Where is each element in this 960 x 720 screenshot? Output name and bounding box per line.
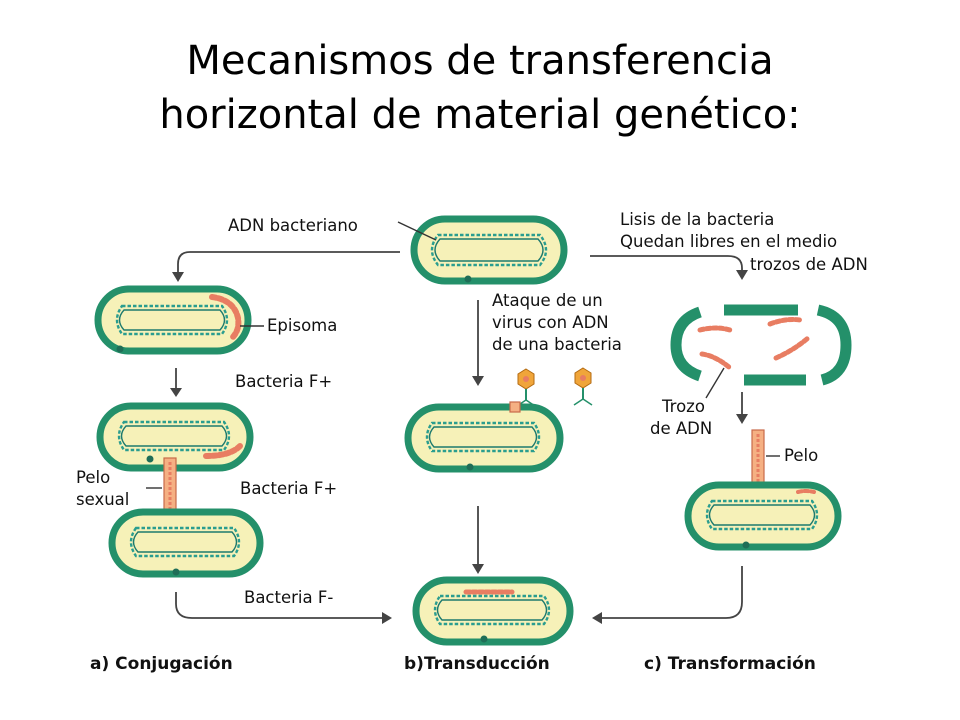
bacteria-f-plus-label-2: Bacteria F+ bbox=[240, 479, 337, 498]
trozo-label-line-2: de ADN bbox=[650, 419, 712, 438]
phage-attached-icon bbox=[516, 368, 536, 407]
arrow-transf-to-result bbox=[598, 566, 743, 619]
ataque-label-line-1: Ataque de un bbox=[492, 291, 603, 310]
arrow-to-conjugation bbox=[177, 251, 400, 278]
pelo-label: Pelo bbox=[784, 446, 818, 465]
lisis-label-line-3: trozos de ADN bbox=[750, 255, 868, 274]
lysed-bacterium bbox=[670, 304, 852, 386]
transformation-bacterium bbox=[684, 481, 842, 551]
conjugation-donor-bacterium bbox=[96, 402, 254, 472]
caption-transformacion: c) Transformación bbox=[644, 654, 816, 674]
arrow-head-conj-1 bbox=[170, 388, 182, 397]
caption-conjugacion: a) Conjugación bbox=[90, 654, 233, 674]
transduction-infected-bacterium bbox=[404, 401, 564, 473]
ataque-label-line-3: de una bacteria bbox=[492, 335, 622, 354]
arrow-conj-to-result bbox=[175, 592, 386, 619]
arrow-to-transformation bbox=[590, 255, 743, 276]
pelo-sexual-label-line-2: sexual bbox=[76, 490, 129, 509]
result-recombinant-bacterium bbox=[412, 576, 574, 646]
source-bacterium bbox=[410, 215, 568, 285]
lisis-label-line-2: Quedan libres en el medio bbox=[620, 232, 837, 251]
ataque-label-line-2: virus con ADN bbox=[492, 313, 609, 332]
arrow-head-conjugation bbox=[172, 272, 184, 282]
caption-transduccion: b)Transducción bbox=[404, 654, 550, 674]
episoma-label: Episoma bbox=[267, 316, 337, 335]
conjugation-episome-bacterium bbox=[94, 285, 252, 355]
bacteria-f-plus-label-1: Bacteria F+ bbox=[235, 372, 332, 391]
phage-free-icon bbox=[573, 367, 593, 406]
arrow-head-conj-result bbox=[382, 612, 392, 624]
conjugation-recipient-bacterium bbox=[108, 508, 264, 578]
page-title: Mecanismos de transferencia horizontal d… bbox=[0, 34, 960, 142]
trozo-leader bbox=[705, 367, 725, 399]
bacteria-f-minus-label: Bacteria F- bbox=[244, 588, 333, 607]
pelo-sexual-label-line-1: Pelo bbox=[76, 468, 110, 487]
arrow-head-transformation bbox=[736, 270, 748, 280]
adn-bacteriano-leader bbox=[397, 221, 437, 241]
adn-bacteriano-label: ADN bacteriano bbox=[228, 216, 358, 235]
arrow-head-trans-1 bbox=[472, 564, 484, 574]
arrow-head-transduction bbox=[472, 376, 484, 386]
title-line-1: Mecanismos de transferencia bbox=[186, 38, 774, 84]
arrow-head-transf-1 bbox=[736, 414, 748, 424]
lisis-label-line-1: Lisis de la bacteria bbox=[620, 210, 774, 229]
title-line-2: horizontal de material genético: bbox=[159, 92, 801, 138]
trozo-label-line-1: Trozo bbox=[661, 397, 705, 416]
arrow-head-transf-result bbox=[592, 612, 602, 624]
